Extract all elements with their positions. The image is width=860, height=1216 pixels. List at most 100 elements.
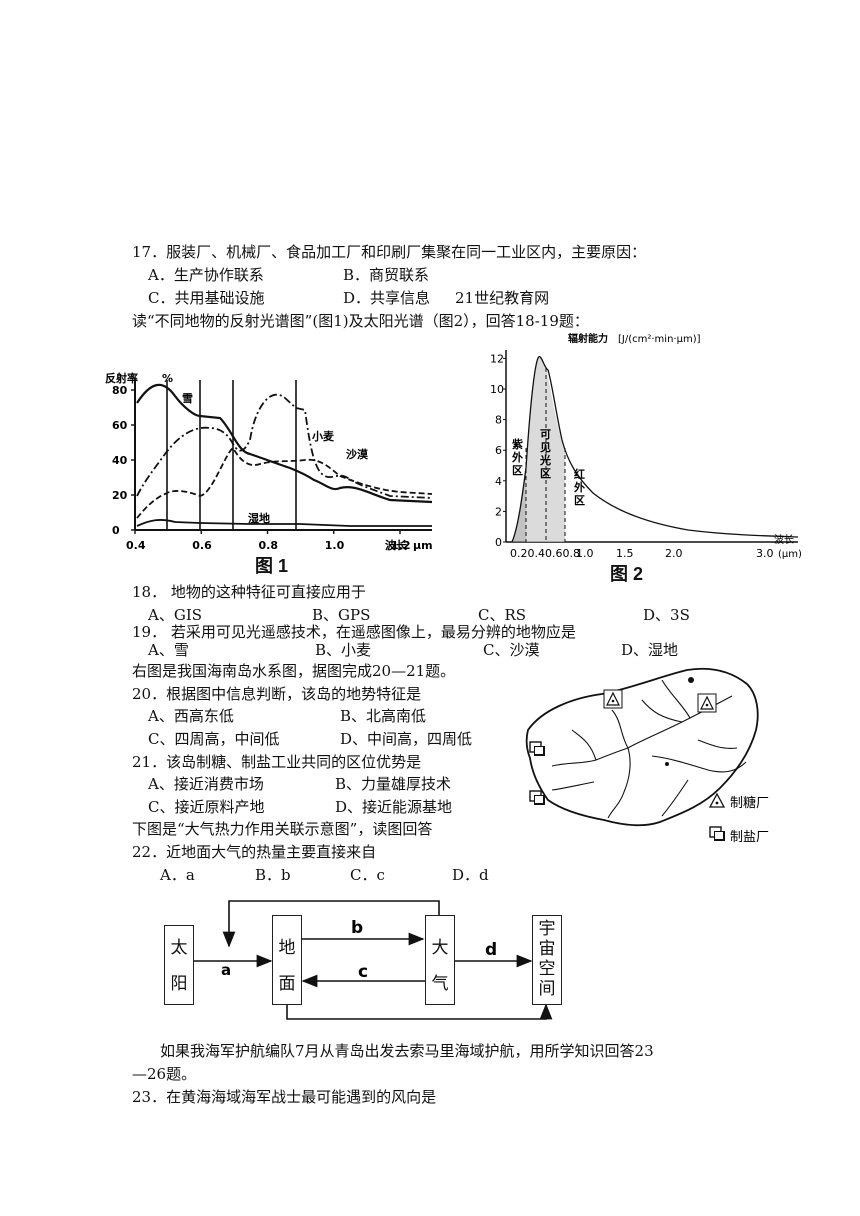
fig2-vis-label-char: 可 [540,428,551,441]
fig2-ytick-2: 2 [495,505,502,518]
fig2-ylabel: 辐射能力 [568,332,608,345]
fig1-xtick-0.6: 0.6 [192,539,212,552]
q21-stem: 21．该岛制糖、制盐工业共同的区位优势是 [132,753,422,771]
box-space-char-3: 空 [538,959,556,979]
fig2-xunit: (μm) [778,549,802,560]
fig2-xtick-cluster: 0.20.40.60.8 [510,547,580,560]
q19-option-b: B、小麦 [315,641,372,659]
fig2-ytick-8: 8 [495,414,502,427]
q21-option-b: B、力量雄厚技术 [335,775,452,793]
q18-option-b: B、GPS [312,606,371,624]
q17-stem: 17．服装厂、机械厂、食品加工厂和印刷厂集聚在同一工业区内，主要原因： [132,243,647,261]
fig2-ytick-4: 4 [495,475,502,488]
q17-option-c: C．共用基础设施 [148,289,265,307]
q17-option-a: A．生产协作联系 [148,266,264,284]
box-atmosphere-char-1: 大 [431,938,449,958]
legend-sugar-icon [708,792,726,808]
fig1-xtick-1.2: 1.2 [391,539,411,552]
q17-option-b: B．商贸联系 [343,266,430,284]
intro-22: 下图是“大气热力作用关联示意图”，读图回答 [132,820,433,838]
box-ground-char-2: 面 [278,974,296,994]
box-ground-char-1: 地 [278,938,296,958]
fig1-ylabel: 反射率 [105,371,138,385]
fig2-uv-label-char: 区 [512,464,523,477]
q22-option-d: D．d [452,866,489,884]
fig1-ytick-20: 20 [112,489,128,502]
q19-stem: 19． 若采用可见光遥感技术，在遥感图像上，最易分辨的地物应是 [132,623,576,641]
fig1-xtick-0.8: 0.8 [259,539,279,552]
arrow-label-a: a [221,961,231,979]
q18-option-d: D、3S [643,606,690,624]
fig1-curve-wetland [136,519,432,527]
intro-23-26-line1: 如果我海军护航编队7月从青岛出发去索马里海域护航，用所学知识回答23 [160,1042,654,1060]
q22-option-b: B．b [255,866,291,884]
fig1-label-wheat: 小麦 [311,429,335,443]
box-space-char-2: 宙 [538,939,556,959]
q22-stem: 22．近地面大气的热量主要直接来自 [132,843,377,861]
box-sun-char-2: 阳 [170,974,188,994]
q20-option-b: B、北高南低 [340,707,427,725]
fig1-xunit: μm [413,539,433,552]
fig2-uv-label-char: 紫 [512,437,523,451]
fig2-ir-label-char: 外 [573,480,585,494]
fig1-ytick-80: 80 [112,384,128,397]
arrow-label-c: c [358,962,368,982]
salt-factory-icon [529,741,545,756]
q20-option-c: C、四周高，中间低 [148,730,280,748]
fig1-label-wetland: 湿地 [248,511,270,525]
fig2-yunit: [J/(cm²·min·μm)] [618,334,701,345]
fig1-xtick-1.0: 1.0 [325,539,345,552]
fig1-curve-wheat [136,393,433,499]
q20-stem: 20．根据图中信息判断，该岛的地势特征是 [132,685,422,703]
fig1-yunit: % [162,372,173,385]
fig1-label-snow: 雪 [182,392,193,405]
fig1-xtick-0.4: 0.4 [126,539,146,552]
box-space-char-4: 间 [538,979,556,999]
q21-option-a: A、接近消费市场 [148,775,264,793]
q20-option-a: A、西高东低 [148,707,234,725]
fig1-label-desert: 沙漠 [346,447,369,461]
fig2-xtick-1.0: 1.0 [576,547,594,560]
legend-salt-label: 制盐厂 [730,830,769,845]
q19-option-c: C、沙漠 [483,641,540,659]
q22-option-c: C．c [350,866,385,884]
fig2-xtick-2.0: 2.0 [665,547,683,560]
q21-option-d: D、接近能源基地 [335,798,453,816]
fig2-ir-label-char: 红 [574,467,585,481]
fig1-ytick-0: 0 [112,524,120,537]
q18-option-c: C、RS [478,606,527,624]
fig2-ytick-12: 12 [490,352,504,365]
q20-option-d: D、中间高，四周低 [340,730,473,748]
fig2-ir-label-char: 区 [574,494,585,507]
q21-option-c: C、接近原料产地 [148,798,265,816]
fig1-ytick-60: 60 [112,419,128,432]
fig2-vis-label-char: 见 [540,441,551,454]
intro-23-26-line2: —26题。 [132,1065,197,1083]
box-atmosphere [425,915,455,1005]
fig2-xlabel: 波长 [774,533,794,546]
q17-option-d: D．共享信息 [343,289,431,307]
fig2-ytick-10: 10 [490,383,504,396]
legend-salt-icon [709,826,725,841]
fig2-ytick-6: 6 [495,444,502,457]
hainan-river-map: 制糖厂 制盐厂 [525,667,769,845]
salt-factory-icon [529,790,545,805]
arrow-label-d: d [485,940,497,960]
box-sun-char-1: 太 [170,938,188,958]
q22-option-a: A．a [160,866,195,884]
fig2-uv-label-char: 外 [511,450,523,464]
heat-diagram-arrows: a b c d [191,900,553,1020]
box-space [532,915,562,1005]
fig1-ytick-40: 40 [112,454,128,467]
fig2-spectrum-curve [511,356,799,543]
arrow-label-b: b [351,918,363,938]
fig2-vis-label-char: 区 [540,467,551,480]
intro-20-21: 右图是我国海南岛水系图，据图完成20—21题。 [132,662,456,680]
fig1-caption: 图 1 [255,556,289,576]
fig1-curve-desert [136,446,433,519]
legend-sugar-label: 制糖厂 [730,795,769,811]
q19-option-a: A、雪 [148,641,189,659]
q17-note: 21世纪教育网 [455,289,550,307]
fig2-vis-label-char: 光 [539,453,551,467]
